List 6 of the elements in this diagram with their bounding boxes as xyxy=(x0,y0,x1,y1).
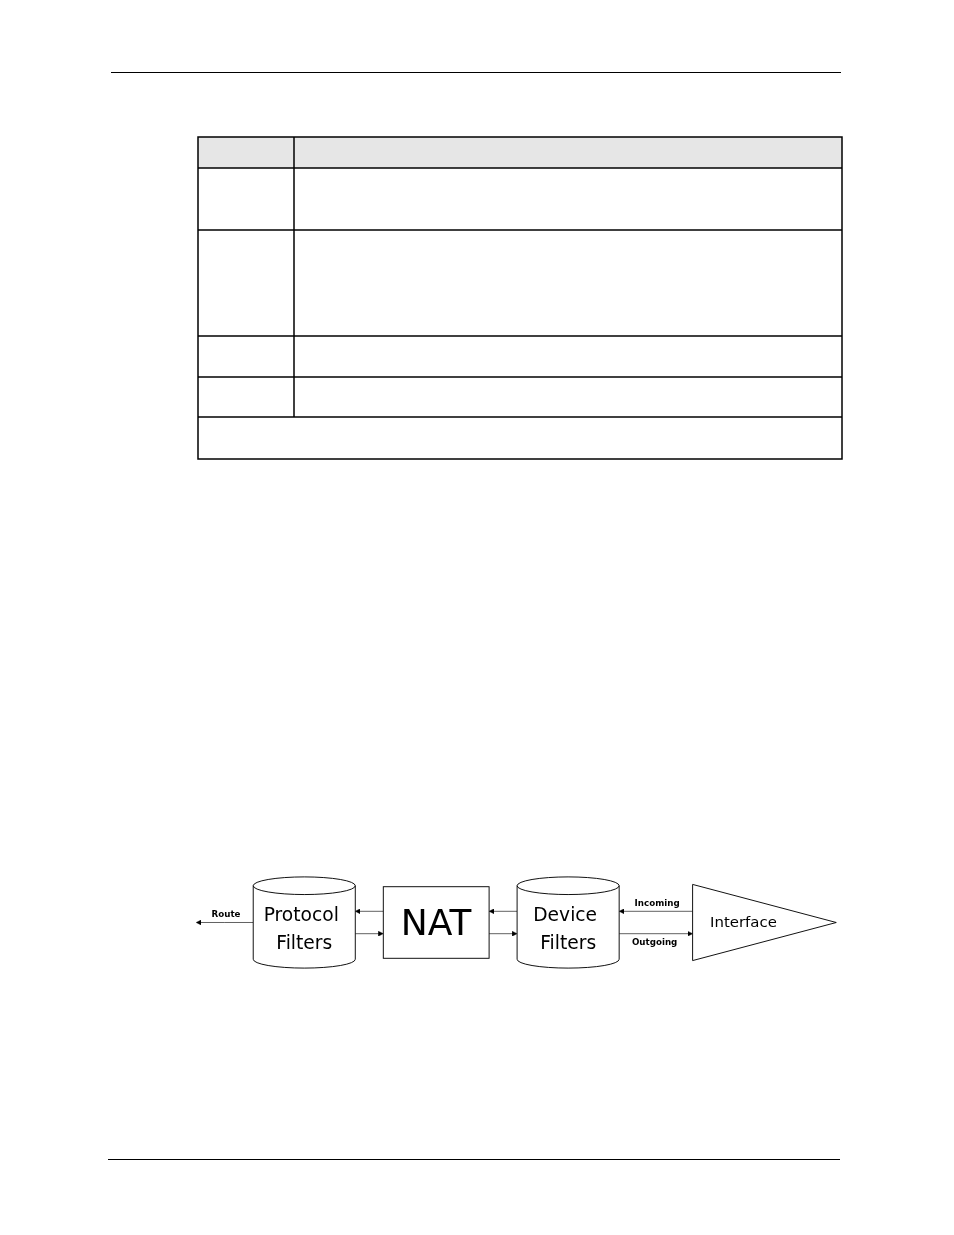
cylinder: Protocol Filters xyxy=(252,876,356,969)
cylinder: Device Filters xyxy=(516,876,620,969)
triangle: Interface xyxy=(692,883,837,962)
edge-label: Outgoing xyxy=(631,935,678,949)
process-box: NAT xyxy=(382,886,490,959)
edge-label: Incoming xyxy=(634,896,680,910)
